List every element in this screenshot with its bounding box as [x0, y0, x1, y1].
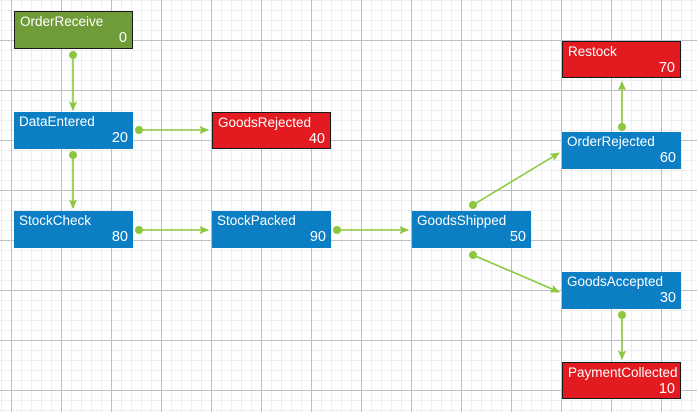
node-value: 80 [111, 229, 128, 245]
node-goods-rejected[interactable]: GoodsRejected 40 [212, 112, 331, 149]
node-value: 30 [659, 290, 676, 306]
node-label: DataEntered [19, 114, 95, 129]
edge-goodsshipped-to-goodsaccepted[interactable] [472, 254, 560, 293]
node-label: OrderRejected [567, 134, 655, 149]
edge-source-handle-icon[interactable] [618, 123, 626, 131]
node-value: 90 [309, 229, 326, 245]
node-value: 0 [118, 30, 127, 46]
edge-goodsshipped-to-orderrejected[interactable] [472, 152, 560, 206]
node-label: StockPacked [217, 213, 296, 228]
node-label: StockCheck [19, 213, 92, 228]
edge-source-handle-icon[interactable] [69, 151, 77, 159]
node-stock-check[interactable]: StockCheck 80 [14, 211, 133, 248]
node-label: Restock [568, 44, 617, 59]
node-order-rejected[interactable]: OrderRejected 60 [562, 132, 681, 169]
edge-source-handle-icon[interactable] [135, 226, 143, 234]
edge-source-handle-icon[interactable] [469, 201, 477, 209]
node-payment-collected[interactable]: PaymentCollected 10 [562, 362, 681, 399]
node-restock[interactable]: Restock 70 [562, 41, 681, 78]
edge-source-handle-icon[interactable] [469, 251, 477, 259]
node-label: OrderReceive [20, 14, 104, 29]
node-value: 40 [308, 131, 325, 147]
node-value: 70 [658, 60, 675, 76]
node-label: GoodsRejected [218, 115, 312, 130]
edge-source-handle-icon[interactable] [69, 51, 77, 59]
node-label: GoodsAccepted [567, 274, 664, 289]
node-stock-packed[interactable]: StockPacked 90 [212, 211, 331, 248]
node-goods-accepted[interactable]: GoodsAccepted 30 [562, 272, 681, 309]
node-data-entered[interactable]: DataEntered 20 [14, 112, 133, 149]
node-value: 10 [658, 381, 675, 397]
node-value: 20 [111, 130, 128, 146]
edge-source-handle-icon[interactable] [618, 311, 626, 319]
node-label: GoodsShipped [417, 213, 507, 228]
edge-source-handle-icon[interactable] [135, 126, 143, 134]
node-value: 50 [509, 229, 526, 245]
node-value: 60 [659, 150, 676, 166]
node-label: PaymentCollected [568, 365, 678, 380]
edge-source-handle-icon[interactable] [333, 226, 341, 234]
node-goods-shipped[interactable]: GoodsShipped 50 [412, 211, 531, 248]
node-order-receive[interactable]: OrderReceive 0 [14, 11, 133, 49]
